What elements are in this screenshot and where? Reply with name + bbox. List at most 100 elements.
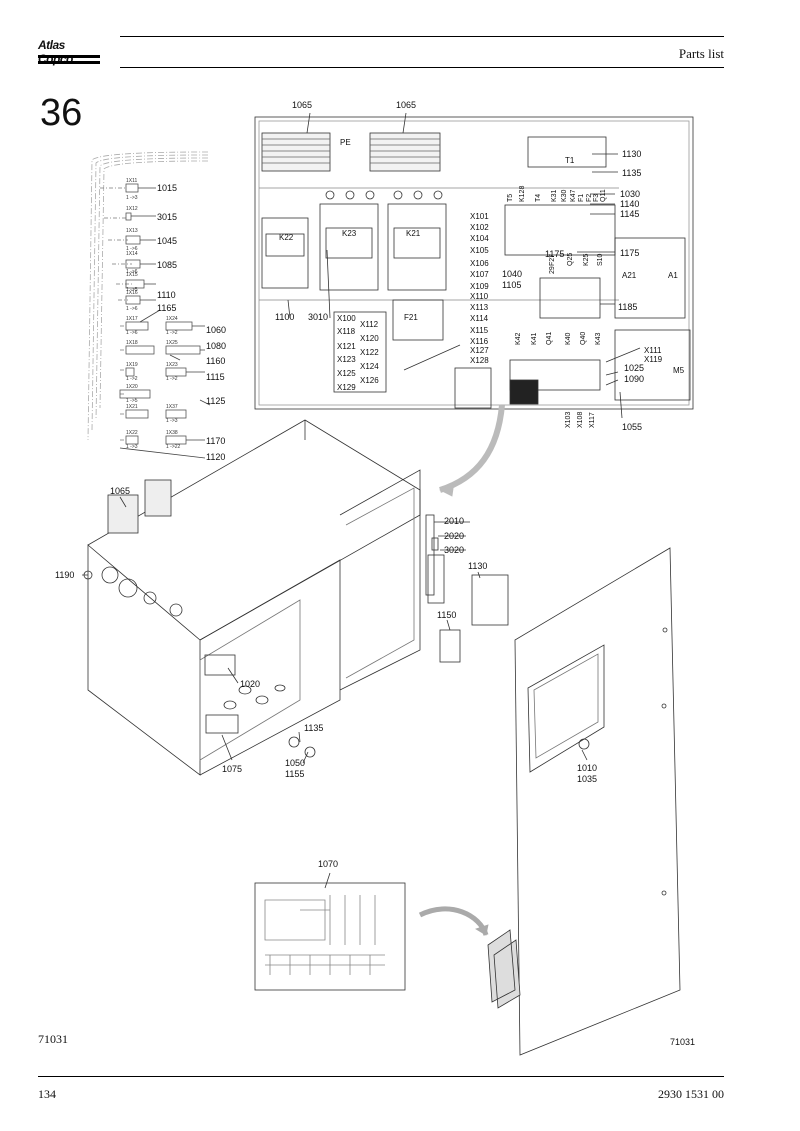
label-a21: A21: [622, 271, 637, 280]
connector-label: 1X38: [166, 430, 178, 436]
x-label: X129: [337, 383, 356, 392]
callout: 1045: [157, 236, 177, 246]
callout: 1090: [624, 374, 644, 384]
callout: 1135: [622, 168, 641, 178]
rot-label: Q25: [567, 253, 574, 266]
callout: 1190: [55, 570, 74, 580]
callout: 1105: [502, 280, 521, 290]
connector-label: 1X20: [126, 384, 138, 390]
callout: 1130: [622, 149, 641, 159]
cabinet-door: [514, 547, 681, 1056]
x-label: X120: [360, 334, 379, 343]
callout: 1175: [620, 248, 639, 258]
figure-id-drawing: 71031: [670, 1037, 696, 1047]
header-rule-top: [120, 36, 724, 37]
callout: 1175: [545, 249, 564, 259]
callout: 1130: [468, 561, 487, 571]
connector-sublabel: 1 ->6: [126, 269, 138, 275]
connector-label: 1X15: [126, 272, 138, 278]
rot-label: T5: [507, 194, 514, 202]
x-label: X118: [337, 327, 356, 336]
x-label: X109: [470, 282, 489, 291]
x-label: X107: [470, 270, 489, 279]
callout: 2020: [444, 531, 464, 541]
callout: 1080: [206, 341, 226, 351]
x-label: X106: [470, 259, 489, 268]
rot-label: K41: [531, 332, 538, 345]
callout: 1110: [157, 290, 176, 300]
connector-sublabel: 1 ->5: [126, 287, 138, 293]
connector-sublabel: 1 ->3: [126, 195, 138, 201]
rot-label: K128: [519, 186, 526, 202]
x-label: X119: [644, 355, 663, 364]
rot-label: 29: [549, 266, 556, 274]
connector-sublabel: 1 ->2: [126, 376, 138, 382]
rot-label: K31: [551, 189, 558, 202]
callout: 1160: [206, 356, 225, 366]
rot-label: Q41: [546, 332, 553, 345]
rot-label: K42: [515, 332, 522, 345]
connector-label: 1X17: [126, 316, 138, 322]
rot-label: X108: [577, 412, 584, 428]
connector-sublabel: 1 ->6: [126, 330, 138, 336]
part-number: 2930 1531 00: [658, 1087, 724, 1101]
callout: 1120: [206, 452, 225, 462]
panel-inner-outline: [258, 120, 690, 406]
transformer-t1: [527, 136, 607, 168]
callout: 1055: [622, 422, 642, 432]
x-label: X126: [360, 376, 379, 385]
wiring-diagram-sheet: [254, 882, 406, 991]
connector-label: 1X23: [166, 362, 178, 368]
callout: 2010: [444, 516, 464, 526]
x-label: X123: [337, 355, 356, 364]
connector-label: 1X14: [126, 251, 138, 257]
rot-label: K47: [570, 189, 577, 202]
x-label: X115: [470, 326, 489, 335]
callout: 1125: [206, 396, 225, 406]
label-pe: PE: [340, 138, 351, 147]
rot-label: F3: [593, 194, 600, 202]
callout: 1065: [292, 100, 312, 110]
label-k21: K21: [406, 229, 421, 238]
rot-label: X117: [589, 412, 596, 428]
callout: 1030: [620, 189, 640, 199]
callout: 1115: [206, 372, 225, 382]
callout: 1170: [206, 436, 225, 446]
connector-label: 1X25: [166, 340, 178, 346]
callout: 1165: [157, 303, 176, 313]
rot-label: K43: [595, 332, 602, 345]
connector-sublabel: 1 ->5: [126, 398, 138, 404]
rot-label: S10: [597, 253, 604, 266]
header-rule-bottom: [120, 67, 724, 68]
x-label: X113: [470, 303, 489, 312]
module-a21: [614, 237, 686, 319]
connector-label: 1X21: [126, 404, 138, 410]
callout: 1025: [624, 363, 644, 373]
callout: 1035: [577, 774, 597, 784]
x-label: X104: [470, 234, 489, 243]
page-number: 134: [38, 1087, 56, 1101]
vent-grille-right: [369, 132, 441, 172]
rot-label: F27: [549, 254, 556, 266]
rot-label: F2: [586, 194, 593, 202]
connector-label: 1X13: [126, 228, 138, 234]
callout: 1135: [304, 723, 323, 733]
x-label: X125: [337, 369, 356, 378]
connector-label: 1X19: [126, 362, 138, 368]
x-label: X100: [337, 314, 356, 323]
x-label: X116: [470, 337, 489, 346]
rot-label: T4: [535, 194, 542, 202]
page-index-number: 36: [40, 92, 83, 134]
callout: 1050: [285, 758, 305, 768]
callout: 1070: [318, 859, 338, 869]
connector-label: 1X24: [166, 316, 178, 322]
x-label: X110: [470, 292, 489, 301]
contactor-k21: [387, 203, 447, 291]
x-label: X127: [470, 346, 489, 355]
x-label: X121: [337, 342, 356, 351]
panel-bracket: [454, 367, 492, 409]
rot-label: F1: [578, 194, 585, 202]
connector-label: 1X12: [126, 206, 138, 212]
label-f21: F21: [404, 313, 418, 322]
logo-bar: [38, 61, 100, 64]
